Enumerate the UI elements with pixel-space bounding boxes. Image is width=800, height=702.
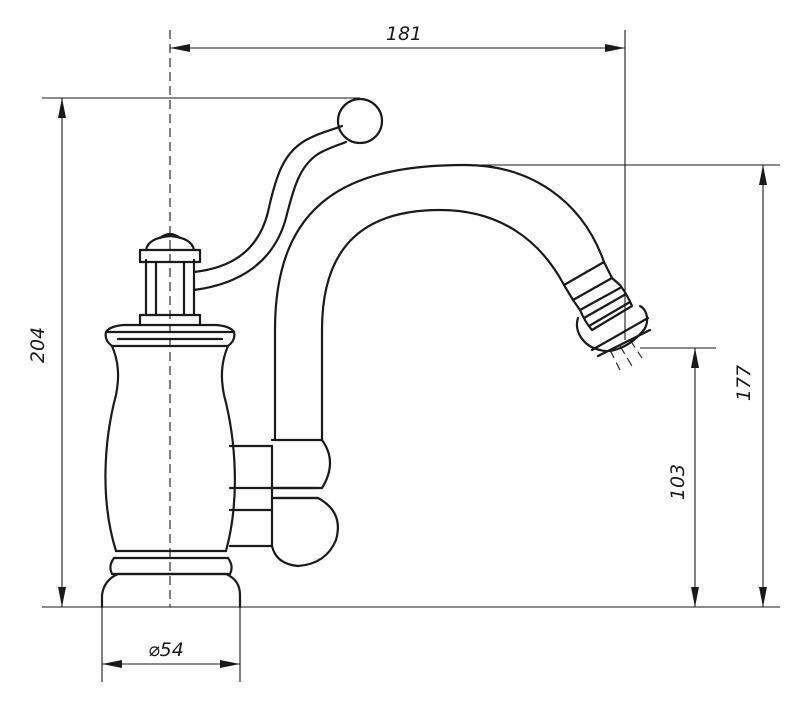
lever-handle [192,97,384,292]
connector-knobs [228,438,339,568]
dimension-height-total: 204 [27,97,360,607]
dimension-height-outlet: 103 [640,347,716,607]
faucet-body [100,323,242,609]
dim-label-width: 181 [386,23,422,45]
spout [273,163,652,442]
dimension-width: 181 [170,23,626,340]
dimension-height-spout: 177 [460,164,780,607]
dimension-diameter: ⌀54 [101,607,241,682]
dim-label-height-outlet: 103 [667,464,689,500]
dim-label-height-spout: 177 [733,365,755,401]
dim-label-diameter: ⌀54 [148,639,184,661]
dim-label-height-total: 204 [27,327,49,363]
